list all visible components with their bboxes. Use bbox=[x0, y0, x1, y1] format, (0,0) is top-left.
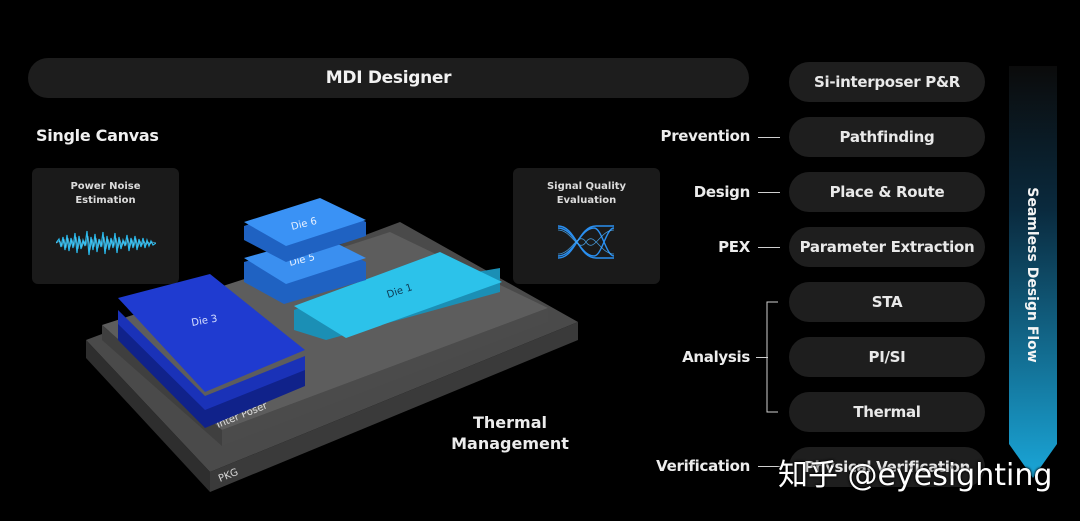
die-3: Die 3 bbox=[118, 274, 305, 428]
die-6: Die 6 bbox=[244, 198, 366, 262]
noise-waveform-icon bbox=[56, 230, 156, 256]
stage-prevention-connector bbox=[758, 137, 780, 138]
zhihu-watermark: 知乎 @eyesighting bbox=[778, 458, 1053, 493]
signal-quality-title: Signal Quality Evaluation bbox=[546, 181, 627, 206]
seamless-design-flow-label: Seamless Design Flow bbox=[1024, 187, 1040, 363]
flow-step-thermal: Thermal bbox=[789, 392, 985, 432]
stage-analysis-label: Analysis bbox=[682, 348, 750, 366]
stage-pex-connector bbox=[758, 247, 780, 248]
stage-verification-label: Verification bbox=[656, 457, 750, 475]
eye-diagram-icon bbox=[557, 225, 615, 259]
flow-step-place-route: Place & Route bbox=[789, 172, 985, 212]
die-3-label: Die 3 bbox=[191, 314, 219, 329]
die-1: Die 1 bbox=[294, 252, 502, 340]
mdi-designer-title: MDI Designer bbox=[28, 58, 749, 98]
stage-design-label: Design bbox=[693, 183, 751, 201]
flow-step-physical-verification: Physical Verification bbox=[789, 447, 985, 487]
stage-analysis-connector bbox=[756, 357, 768, 358]
seamless-flow-arrow bbox=[1009, 66, 1057, 478]
flow-step-si-interposer-pr: Si-interposer P&R bbox=[789, 62, 985, 102]
analysis-bracket bbox=[766, 301, 778, 413]
stage-pex-label: PEX bbox=[718, 238, 750, 256]
power-noise-widget: Power Noise Estimation bbox=[32, 168, 179, 284]
stage-verification-connector bbox=[758, 466, 780, 467]
stage-design-connector bbox=[758, 192, 780, 193]
flow-step-parameter-extraction: Parameter Extraction bbox=[789, 227, 985, 267]
flow-step-pathfinding: Pathfinding bbox=[789, 117, 985, 157]
stage-prevention-label: Prevention bbox=[660, 127, 751, 145]
package-illustration: PKG Inter Poser Die 1 Die 3 Die 5 Die 6 bbox=[86, 198, 578, 492]
power-noise-title: Power Noise Estimation bbox=[70, 181, 141, 206]
thermal-management-label: Thermal Management bbox=[451, 413, 569, 453]
signal-quality-widget: Signal Quality Evaluation bbox=[513, 168, 660, 284]
die-5: Die 5 bbox=[244, 236, 366, 304]
single-canvas-label: Single Canvas bbox=[36, 126, 159, 145]
flow-step-pisi: PI/SI bbox=[789, 337, 985, 377]
flow-step-sta: STA bbox=[789, 282, 985, 322]
